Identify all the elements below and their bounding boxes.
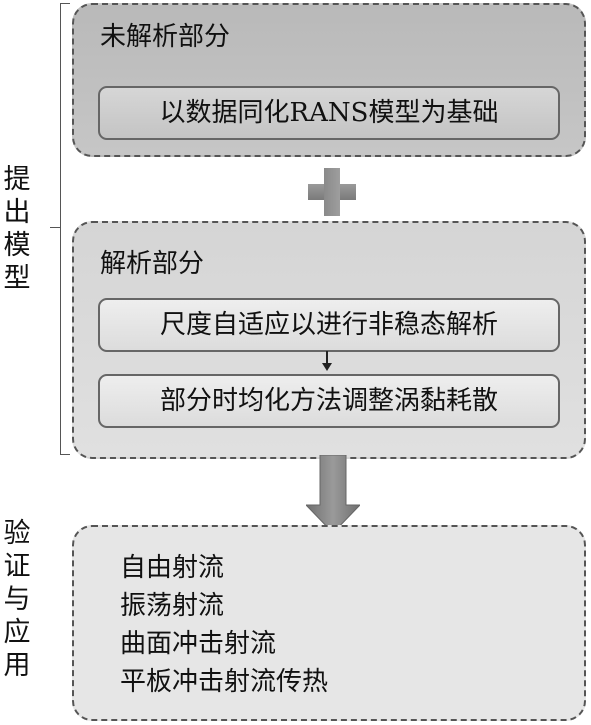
proposed-model-label: 提出模型: [3, 164, 31, 294]
down-arrow-icon: [306, 455, 360, 533]
application-list: 自由射流 振荡射流 曲面冲击射流 平板冲击射流传热: [120, 549, 328, 701]
validation-application-label: 验证与应用: [3, 518, 31, 681]
model-bracket: [60, 3, 70, 455]
rans-basis-box: 以数据同化RANS模型为基础: [98, 86, 560, 140]
plus-vertical-bar: [324, 168, 340, 216]
unresolved-part-title: 未解析部分: [100, 22, 231, 52]
validation-panel: 自由射流 振荡射流 曲面冲击射流 平板冲击射流传热: [72, 525, 586, 721]
plus-icon: [308, 168, 356, 216]
application-item-oscillating-jet: 振荡射流: [120, 591, 225, 621]
application-item-flat-plate-heat-transfer: 平板冲击射流传热: [120, 667, 329, 697]
application-item-free-jet: 自由射流: [120, 553, 225, 583]
resolved-part-title: 解析部分: [100, 249, 205, 279]
model-bracket-tick: [50, 227, 61, 228]
unresolved-part-panel: 未解析部分 以数据同化RANS模型为基础: [72, 3, 586, 157]
scale-adaptive-box: 尺度自适应以进行非稳态解析: [98, 298, 560, 352]
partial-averaging-box: 部分时均化方法调整涡黏耗散: [98, 374, 560, 428]
resolved-part-panel: 解析部分 尺度自适应以进行非稳态解析 部分时均化方法调整涡黏耗散: [72, 221, 586, 459]
application-item-curved-impinging-jet: 曲面冲击射流: [120, 629, 277, 659]
